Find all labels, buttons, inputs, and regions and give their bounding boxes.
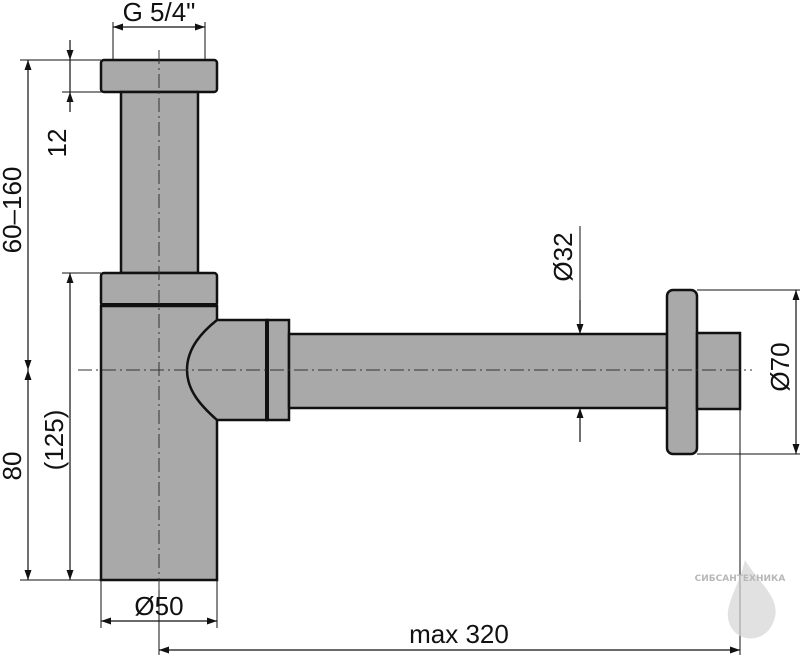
max-length-label: max 320 [409, 619, 509, 649]
dimension-lines [24, 23, 800, 654]
siphon-body [99, 58, 742, 582]
watermark: СИБСАНТЕХНИКА [695, 560, 786, 639]
watermark-brand: СИБСАНТЕХНИКА [695, 574, 786, 584]
height-low-label: 80 [0, 452, 27, 481]
outlet-diameter-label: Ø32 [548, 232, 578, 281]
outlet-pipe [287, 332, 669, 410]
body-diameter-label: Ø50 [134, 591, 183, 621]
wall-rosette [665, 288, 699, 456]
wall-stub [695, 331, 742, 411]
height-range-label: 60–160 [0, 167, 27, 254]
thread-label: G 5/4" [123, 0, 196, 27]
centerlines [78, 50, 752, 590]
watermark-drop-icon [727, 560, 776, 639]
height-alt-label: (125) [39, 410, 69, 471]
rosette-diameter-label: Ø70 [765, 342, 795, 391]
flange-height-label: 12 [42, 129, 72, 158]
